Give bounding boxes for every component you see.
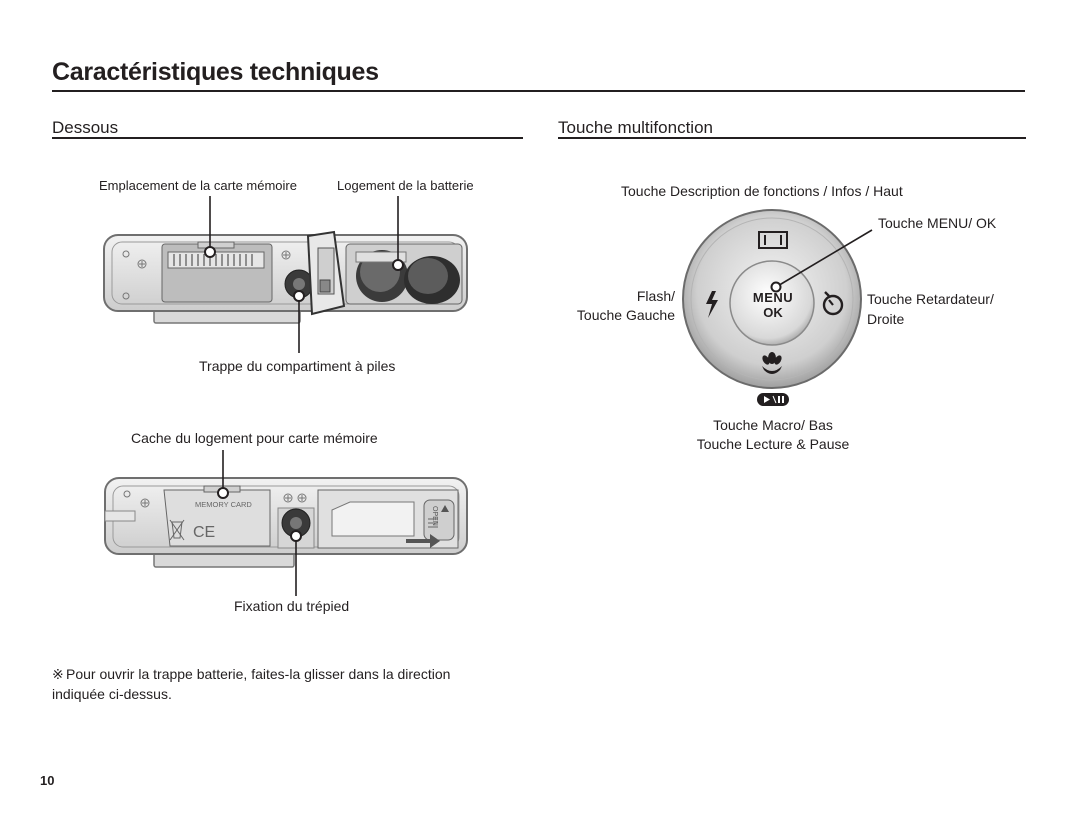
section-rule-left	[52, 137, 523, 139]
label-battery-slot: Logement de la batterie	[337, 178, 474, 193]
menu-callout-dot	[770, 281, 782, 293]
open-printed: OPEN	[431, 506, 438, 526]
label-flash: Flash/	[636, 288, 675, 304]
play-pause-icon	[757, 393, 789, 406]
self-timer-icon	[822, 291, 844, 316]
label-memory-slot: Emplacement de la carte mémoire	[99, 178, 297, 193]
label-playback-key: Touche Lecture & Pause	[696, 436, 850, 452]
section-heading-multifonction: Touche multifonction	[558, 118, 713, 137]
menu-button-text: MENU	[752, 290, 794, 305]
svg-text:CE: CE	[193, 524, 215, 541]
multifunction-dial-illustration	[682, 209, 862, 389]
flash-icon	[706, 291, 718, 318]
info-display-icon	[758, 231, 788, 249]
camera-bottom-open-illustration	[103, 230, 468, 324]
label-card-cover: Cache du logement pour carte mémoire	[131, 430, 378, 446]
label-self-timer: Touche Retardateur/	[867, 291, 994, 307]
bottom-callout-dots	[217, 487, 302, 542]
note: ※Pour ouvrir la trappe batterie, faites-…	[52, 664, 492, 704]
top-callout-lines	[209, 196, 399, 353]
label-tripod: Fixation du trépied	[234, 598, 350, 614]
macro-icon	[762, 352, 782, 374]
section-rule-right	[558, 137, 1026, 139]
label-right-key: Droite	[867, 311, 905, 327]
label-top-key: Touche Description de fonctions / Infos …	[621, 183, 903, 199]
label-menu-ok-key: Touche MENU/ OK	[878, 215, 997, 231]
title-rule	[52, 90, 1025, 92]
label-macro-key: Touche Macro/ Bas	[713, 417, 833, 433]
top-callout-dots	[204, 246, 404, 302]
label-left-key: Touche Gauche	[576, 307, 675, 323]
note-text: Pour ouvrir la trappe batterie, faites-l…	[52, 666, 451, 702]
page-title: Caractéristiques techniques	[52, 58, 379, 86]
memory-card-printed: MEMORY CARD	[195, 500, 252, 509]
page-number: 10	[40, 773, 55, 788]
bottom-callout-lines	[222, 450, 297, 596]
note-symbol: ※	[52, 666, 64, 682]
ok-button-text: OK	[763, 305, 783, 320]
menu-callout-line	[775, 229, 873, 288]
label-battery-door: Trappe du compartiment à piles	[199, 358, 396, 374]
camera-bottom-closed-illustration: MEMORY CARD CE OPEN	[104, 477, 468, 568]
section-heading-dessous: Dessous	[52, 118, 119, 137]
